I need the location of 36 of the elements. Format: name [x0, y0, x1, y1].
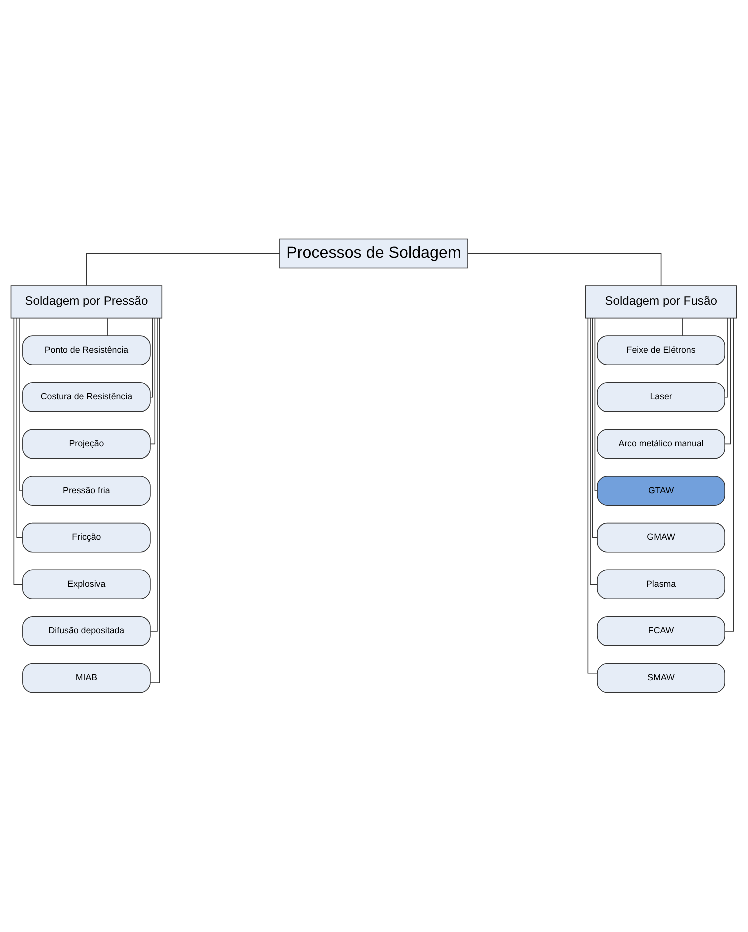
connector	[14, 318, 24, 586]
connector	[724, 318, 728, 398]
node-box: Soldagem por Pressão	[10, 286, 163, 319]
node-box: Plasma	[597, 570, 726, 600]
node-box: Difusão depositada	[22, 616, 151, 646]
node-box: GMAW	[597, 522, 726, 553]
node-box: Ponto de Resistência	[22, 336, 151, 366]
node-box: Explosiva	[22, 570, 151, 600]
node-box: FCAW	[597, 616, 726, 646]
node-box: Laser	[597, 382, 726, 412]
connector	[150, 318, 154, 398]
node-box: Fricção	[22, 522, 151, 553]
node-box: Feixe de Elétrons	[597, 336, 726, 366]
node-box: Arco metálico manual	[597, 429, 726, 460]
connector	[592, 318, 598, 538]
connector	[20, 318, 24, 492]
connector	[86, 253, 280, 286]
node-box: SMAW	[597, 663, 726, 694]
node-box: Processos de Soldagem	[280, 238, 468, 269]
node-box: Projeção	[22, 429, 151, 460]
node-box: Costura de Resistência	[22, 382, 151, 412]
connector	[16, 318, 24, 538]
connector	[682, 318, 683, 336]
connector	[468, 253, 662, 286]
connector	[594, 318, 598, 492]
connector	[724, 318, 732, 445]
node-box: MIAB	[22, 663, 151, 694]
connector	[150, 318, 158, 632]
connector	[150, 318, 156, 445]
node-box: Pressão fria	[22, 476, 151, 506]
connector	[724, 318, 734, 632]
node-box: GTAW	[597, 476, 726, 506]
connector	[590, 318, 598, 586]
connector	[150, 318, 160, 684]
connector	[588, 318, 598, 674]
node-box: Soldagem por Fusão	[585, 286, 738, 319]
